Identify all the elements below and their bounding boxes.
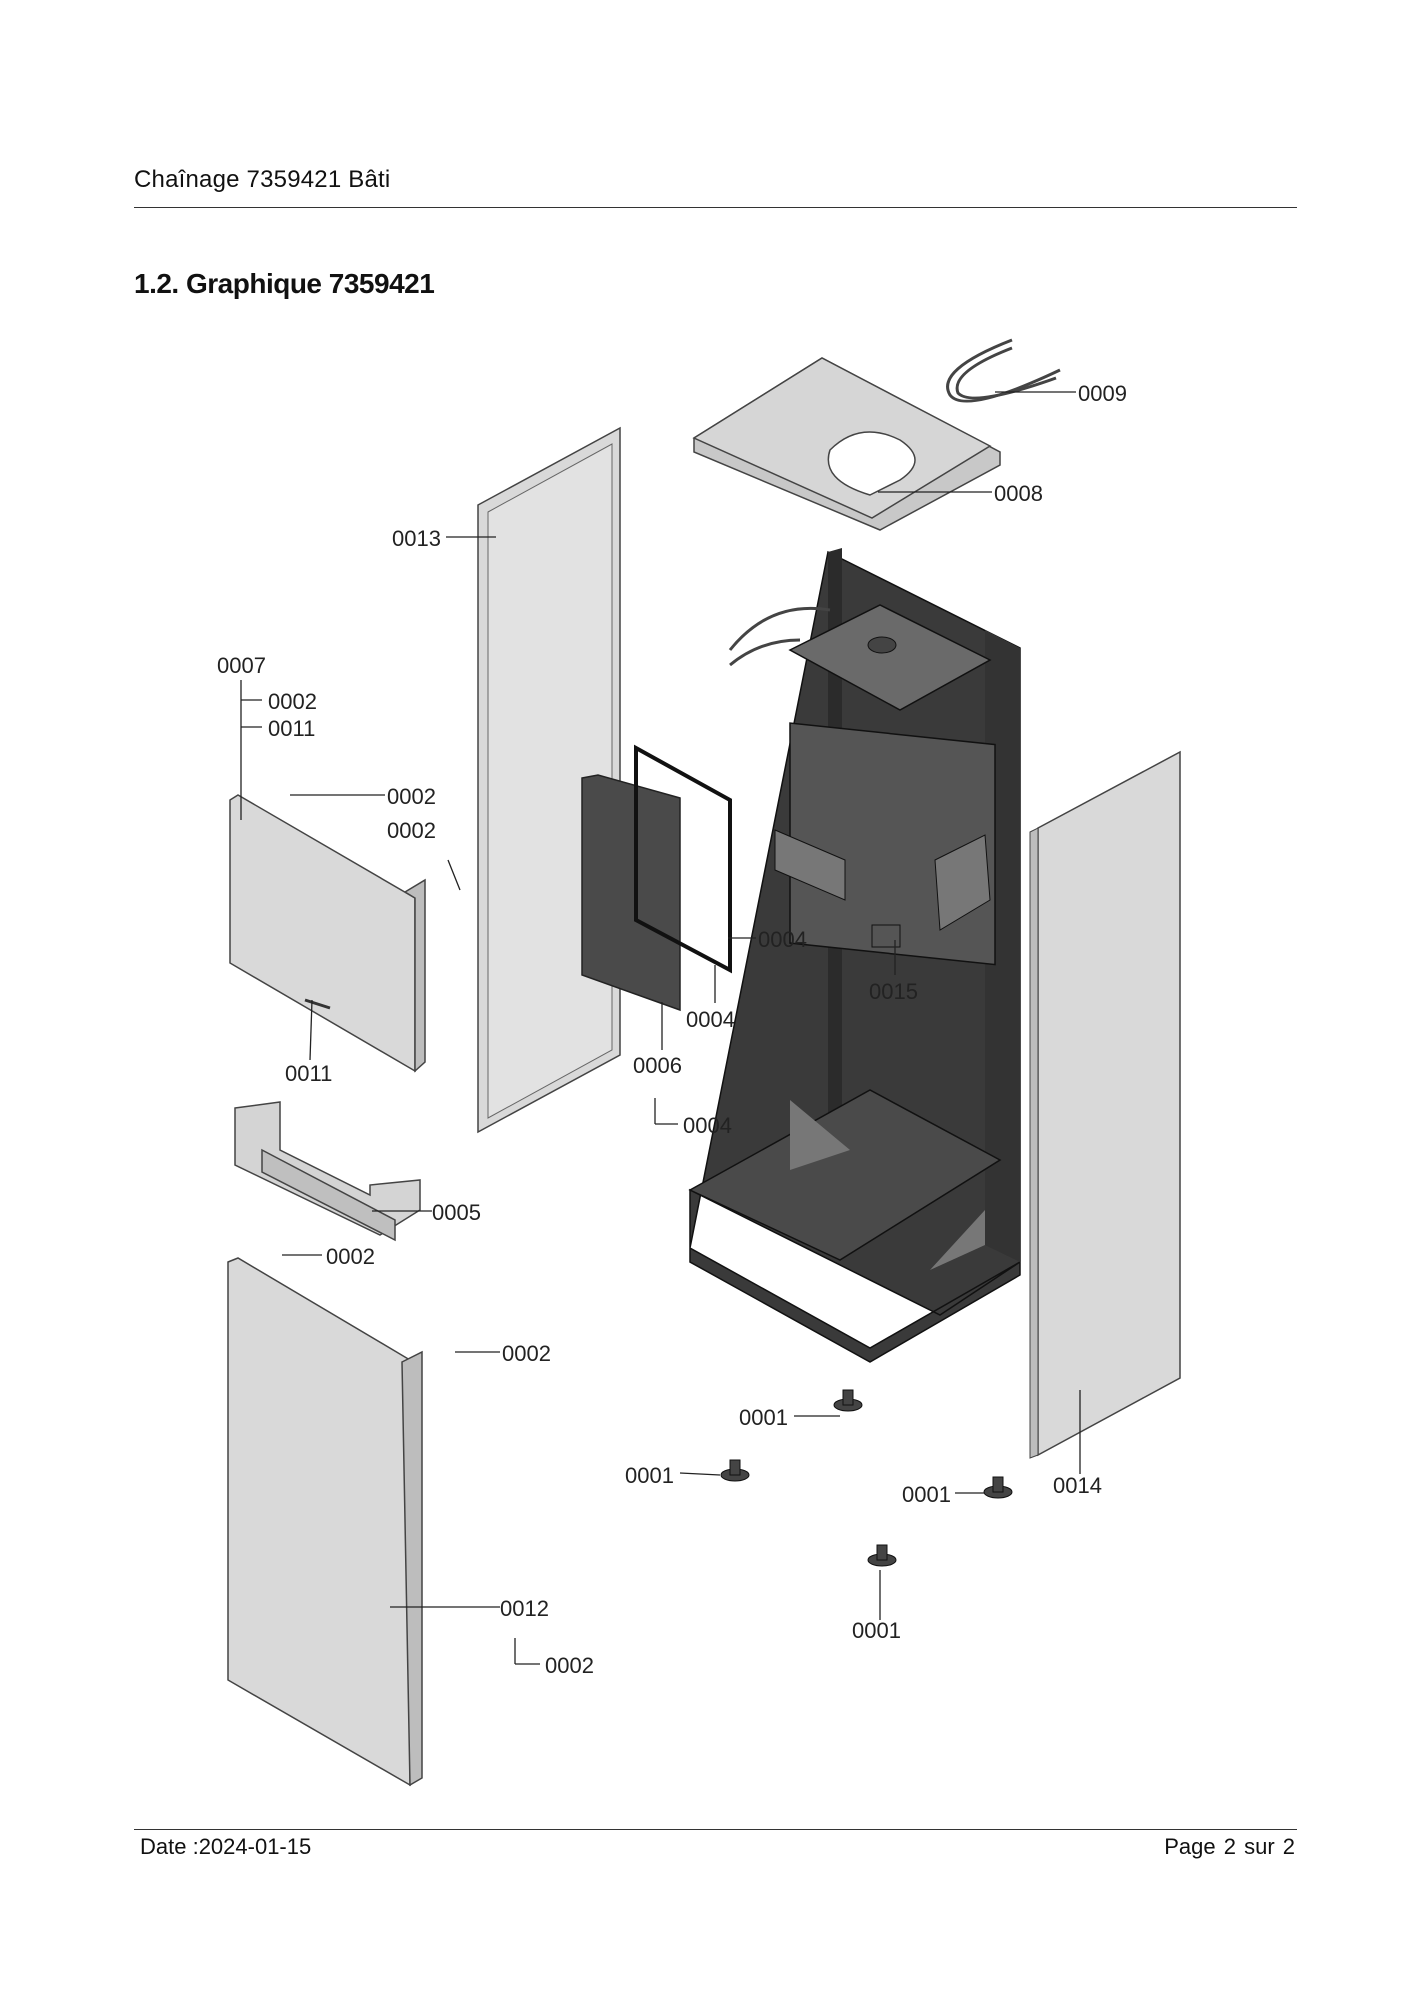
callout-0012: 0012	[500, 1596, 549, 1621]
callout-0014: 0014	[1053, 1473, 1102, 1498]
callout-0002-c: 0002	[387, 818, 436, 843]
callout-0002-d: 0002	[326, 1244, 375, 1269]
callout-0006: 0006	[633, 1053, 682, 1078]
document-header-title: Chaînage 7359421 Bâti	[134, 166, 391, 193]
callout-0007: 0007	[217, 653, 266, 678]
top-cover-plate	[692, 357, 1001, 531]
callout-0004-b: 0004	[686, 1007, 735, 1032]
header-rule	[134, 207, 1297, 208]
callout-0009: 0009	[1078, 381, 1127, 406]
callout-0011-b: 0011	[285, 1061, 332, 1086]
callout-0013: 0013	[392, 526, 441, 551]
bottom-support-bracket	[234, 1101, 421, 1242]
footer-rule	[134, 1829, 1297, 1830]
callout-0008: 0008	[994, 481, 1043, 506]
callout-0002-a: 0002	[268, 689, 317, 714]
callout-0001-b: 0001	[625, 1463, 674, 1488]
callout-0015: 0015	[869, 979, 918, 1004]
right-side-panel	[1029, 750, 1181, 1459]
callout-0005: 0005	[432, 1200, 481, 1225]
footer-page-number: Page 2 sur 2	[1164, 1834, 1295, 1859]
callout-0004-c: 0004	[683, 1113, 732, 1138]
access-panel	[581, 744, 732, 1012]
main-frame	[688, 548, 1021, 1363]
callout-0001-c: 0001	[902, 1482, 951, 1507]
section-title: 1.2. Graphique 7359421	[134, 268, 435, 299]
footer-date: Date :2024-01-15	[140, 1834, 312, 1859]
callout-0002-f: 0002	[545, 1653, 594, 1678]
callout-0002-e: 0002	[502, 1341, 551, 1366]
callout-0002-b: 0002	[387, 784, 436, 809]
lower-front-panel	[227, 1257, 423, 1787]
callout-0011-a: 0011	[268, 716, 315, 741]
callout-0001-d: 0001	[852, 1618, 901, 1643]
leveling-feet	[720, 1389, 1013, 1567]
callout-0004-a: 0004	[758, 927, 807, 952]
callout-0001-a: 0001	[739, 1405, 788, 1430]
upper-front-panel	[229, 794, 426, 1073]
leader-lines	[240, 391, 1081, 1665]
